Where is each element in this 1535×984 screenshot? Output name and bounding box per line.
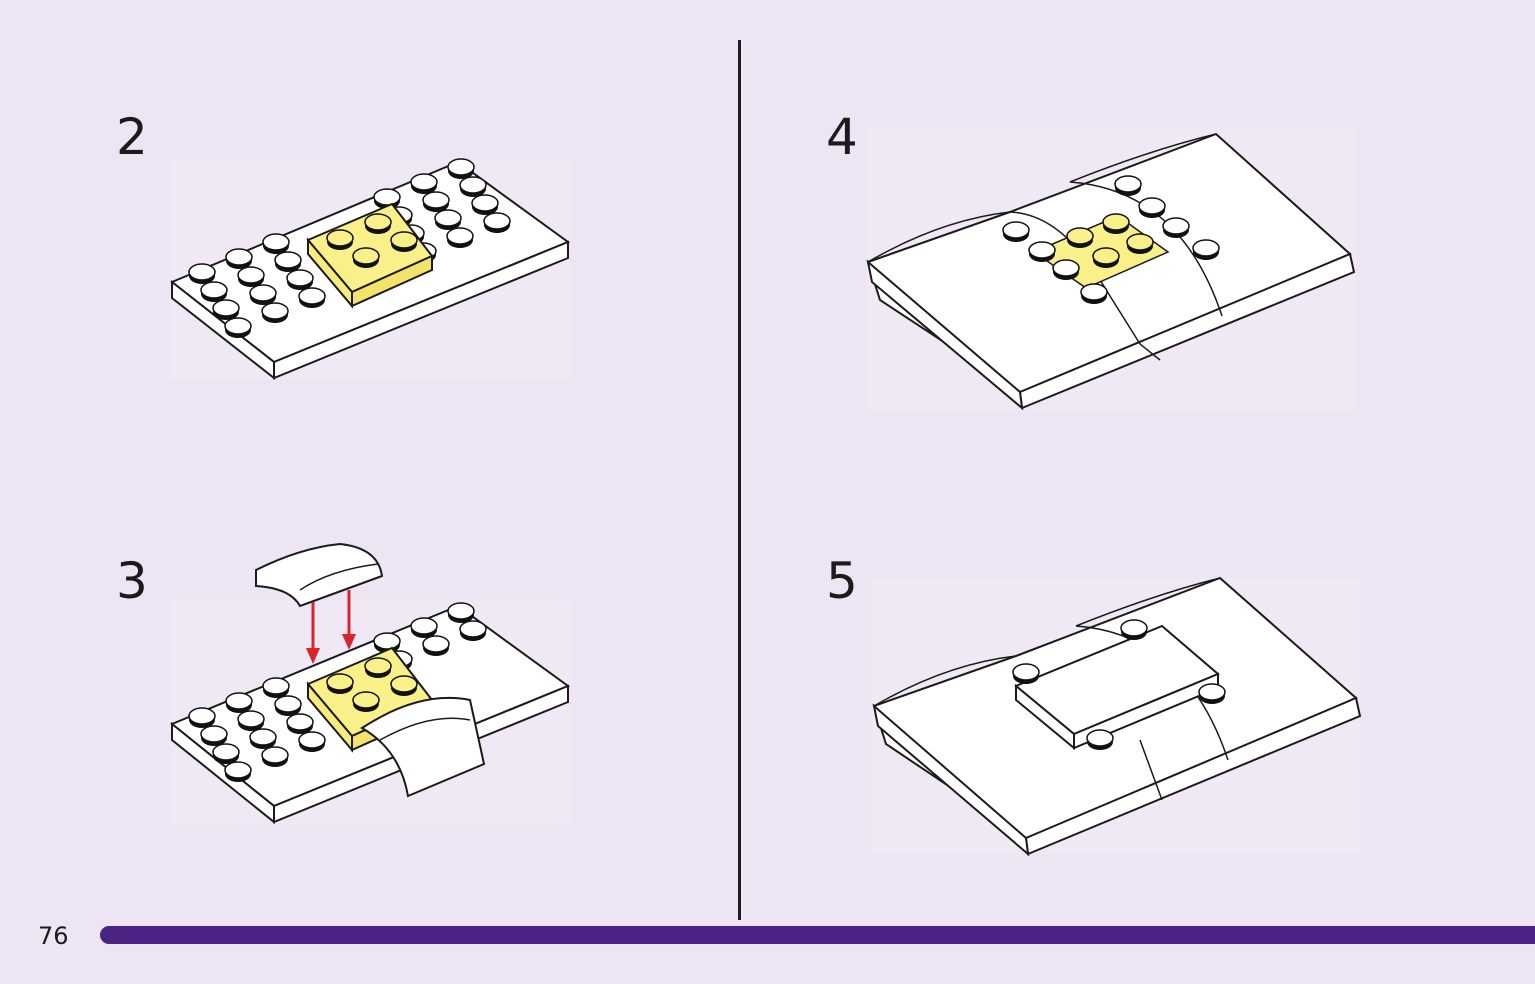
stud-icon [188, 707, 216, 728]
stud-icon [261, 302, 289, 323]
stud-icon [1092, 247, 1120, 268]
stud-icon [483, 212, 511, 233]
stud-icon [410, 173, 438, 194]
step-number-2: 2 [116, 108, 148, 166]
step-number-3: 3 [116, 552, 148, 610]
stud-icon [225, 248, 253, 269]
stud-icon [410, 617, 438, 638]
stud-icon [446, 227, 474, 248]
stud-icon [471, 194, 499, 215]
stud-icon [1192, 239, 1220, 260]
curved-slope-white-icon [360, 696, 486, 798]
down-arrow-red-icon [306, 590, 356, 664]
step-number-4: 4 [826, 108, 858, 166]
stud-icon [224, 317, 252, 338]
stud-icon [237, 266, 265, 287]
stud-icon [200, 281, 228, 302]
stud-icon [459, 620, 487, 641]
stud-icon [237, 710, 265, 731]
stud-icon [447, 602, 475, 623]
tile-2x4-white-icon [1014, 624, 1220, 751]
stud-icon [212, 299, 240, 320]
stud-icon [262, 677, 290, 698]
stud-icon [1138, 197, 1166, 218]
stud-icon [1002, 221, 1030, 242]
stud-icon [447, 158, 475, 179]
stud-icon [422, 635, 450, 656]
stud-icon [364, 657, 392, 678]
stud-icon [298, 287, 326, 308]
stud-icon [1120, 619, 1148, 640]
stud-icon [188, 263, 216, 284]
stud-icon [352, 247, 380, 268]
stud-icon [352, 691, 380, 712]
stud-icon [390, 231, 418, 252]
stud-icon [298, 731, 326, 752]
stud-icon [1126, 233, 1154, 254]
stud-icon [459, 176, 487, 197]
stud-icon [326, 229, 354, 250]
stud-icon [249, 284, 277, 305]
stud-icon [1012, 663, 1040, 684]
stud-icon [364, 213, 392, 234]
step-number-5: 5 [826, 552, 858, 610]
stud-icon [225, 692, 253, 713]
stud-icon [1066, 227, 1094, 248]
stud-icon [1102, 213, 1130, 234]
stud-icon [434, 209, 462, 230]
stud-icon [422, 191, 450, 212]
curved-slope-falling-white-icon [255, 542, 384, 608]
stud-icon [249, 728, 277, 749]
stud-icon [200, 725, 228, 746]
page-number: 76 [38, 922, 69, 950]
stud-icon [1162, 217, 1190, 238]
stud-icon [224, 761, 252, 782]
stud-icon [274, 251, 302, 272]
stud-icon [1080, 283, 1108, 304]
stud-icon [212, 743, 240, 764]
stud-icon [286, 713, 314, 734]
stud-icon [262, 233, 290, 254]
stud-icon [1198, 683, 1226, 704]
stud-icon [1086, 729, 1114, 750]
page-divider [738, 40, 741, 920]
stud-icon [286, 269, 314, 290]
stud-icon [326, 673, 354, 694]
stud-icon [261, 746, 289, 767]
stud-icon [274, 695, 302, 716]
stud-icon [390, 675, 418, 696]
page-footer-bar [100, 926, 1535, 944]
stud-icon [1114, 175, 1142, 196]
stud-icon [1052, 259, 1080, 280]
stud-icon [1028, 241, 1056, 262]
